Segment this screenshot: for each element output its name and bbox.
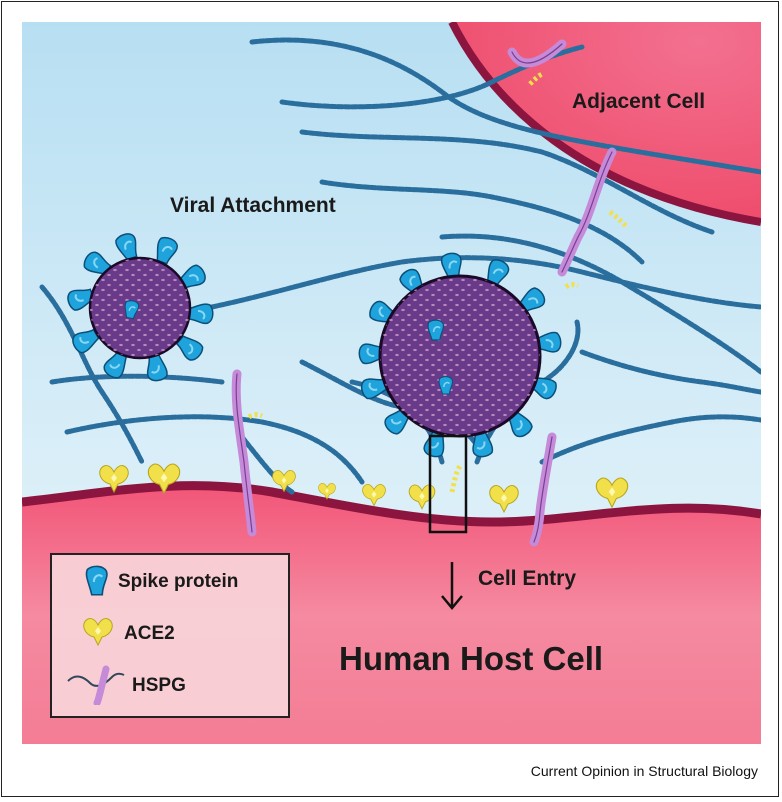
hspg-icon bbox=[67, 665, 125, 705]
ace2-icon bbox=[83, 618, 113, 647]
cell-entry-label: Cell Entry bbox=[478, 567, 577, 590]
legend-label-spike-protein: Spike protein bbox=[118, 571, 239, 592]
viral-attachment-label: Viral Attachment bbox=[170, 194, 336, 217]
entry-highlight-box bbox=[428, 434, 468, 534]
large-virus bbox=[357, 251, 563, 460]
figure-credit: Current Opinion in Structural Biology bbox=[530, 763, 758, 779]
adjacent-cell-label: Adjacent Cell bbox=[572, 90, 706, 113]
spike-protein-icon bbox=[85, 565, 108, 596]
legend: Spike protein ACE2 HSPG bbox=[50, 553, 290, 718]
human-host-cell-label: Human Host Cell bbox=[339, 640, 604, 677]
legend-label-ace2: ACE2 bbox=[124, 623, 175, 644]
small-virus bbox=[64, 230, 214, 384]
legend-label-hspg: HSPG bbox=[132, 675, 186, 696]
cell-entry-arrow bbox=[441, 562, 463, 610]
